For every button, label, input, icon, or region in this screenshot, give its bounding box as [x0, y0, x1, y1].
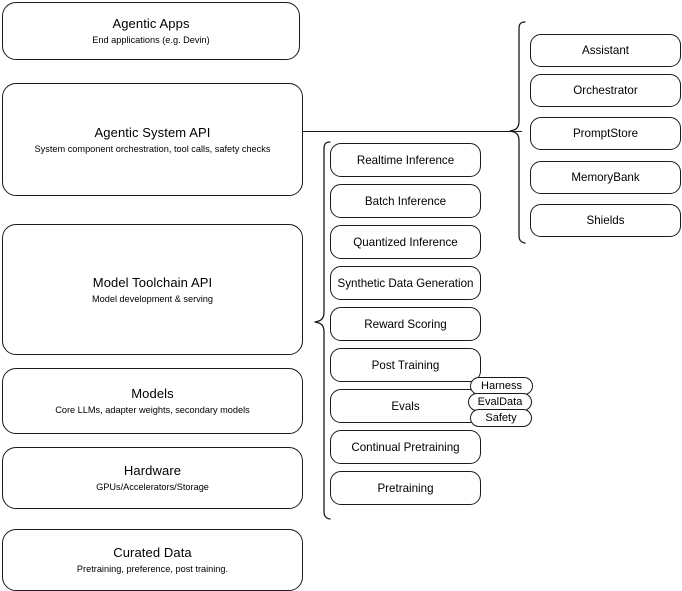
item-label: Reward Scoring — [364, 317, 447, 331]
system-item-memorybank[interactable]: MemoryBank — [530, 161, 681, 194]
layer-subtitle: Core LLMs, adapter weights, secondary mo… — [55, 405, 250, 415]
layer-subtitle: End applications (e.g. Devin) — [92, 35, 210, 45]
item-label: Shields — [586, 214, 625, 227]
system-item-orchestrator[interactable]: Orchestrator — [530, 74, 681, 107]
layer-subtitle: Model development & serving — [91, 293, 214, 304]
toolchain-item-post-training[interactable]: Post Training — [330, 348, 481, 382]
layer-title: Agentic Apps — [112, 16, 190, 31]
layer-title: Model Toolchain API — [92, 274, 213, 290]
system-item-shields[interactable]: Shields — [530, 204, 681, 237]
layer-title: Hardware — [123, 463, 182, 478]
toolchain-item-quantized-inference[interactable]: Quantized Inference — [330, 225, 481, 259]
item-label: Continual Pretraining — [351, 440, 460, 454]
item-label: Assistant — [581, 44, 630, 57]
eval-badge-evaldata[interactable]: EvalData — [468, 393, 532, 411]
item-label: PromptStore — [572, 127, 639, 140]
toolchain-item-evals[interactable]: Evals — [330, 389, 481, 423]
toolchain-components-brace — [314, 141, 331, 520]
item-label: Batch Inference — [364, 194, 447, 208]
layer-subtitle: GPUs/Accelerators/Storage — [96, 482, 209, 492]
eval-badge-label: EvalData — [477, 395, 523, 408]
layer-subtitle: System component orchestration, tool cal… — [34, 143, 271, 154]
layer-title: Agentic System API — [94, 124, 211, 140]
toolchain-item-synthetic-data-generation[interactable]: Synthetic Data Generation — [330, 266, 481, 300]
layer-model-toolchain-api[interactable]: Model Toolchain API Model development & s… — [2, 224, 303, 355]
eval-badge-label: Harness — [481, 379, 522, 392]
eval-badge-safety[interactable]: Safety — [470, 409, 532, 427]
toolchain-item-batch-inference[interactable]: Batch Inference — [330, 184, 481, 218]
item-label: Orchestrator — [573, 84, 638, 97]
toolchain-item-continual-pretraining[interactable]: Continual Pretraining — [330, 430, 481, 464]
item-label: Evals — [391, 399, 420, 413]
item-label: Pretraining — [377, 481, 434, 495]
layer-subtitle: Pretraining, preference, post training. — [76, 564, 229, 574]
system-item-assistant[interactable]: Assistant — [530, 34, 681, 67]
item-label: Synthetic Data Generation — [337, 276, 474, 290]
toolchain-item-realtime-inference[interactable]: Realtime Inference — [330, 143, 481, 177]
layer-title: Curated Data — [113, 545, 192, 560]
eval-badge-label: Safety — [485, 411, 517, 424]
toolchain-item-pretraining[interactable]: Pretraining — [330, 471, 481, 505]
toolchain-item-reward-scoring[interactable]: Reward Scoring — [330, 307, 481, 341]
item-label: MemoryBank — [571, 171, 640, 184]
connector-system-api-to-components — [303, 131, 522, 133]
item-label: Quantized Inference — [353, 235, 458, 249]
layer-title: Models — [131, 386, 174, 401]
layer-agentic-system-api[interactable]: Agentic System API System component orche… — [2, 83, 303, 196]
system-item-promptstore[interactable]: PromptStore — [530, 117, 681, 150]
system-components-brace — [509, 21, 526, 244]
item-label: Realtime Inference — [356, 153, 455, 167]
item-label: Post Training — [371, 358, 440, 372]
